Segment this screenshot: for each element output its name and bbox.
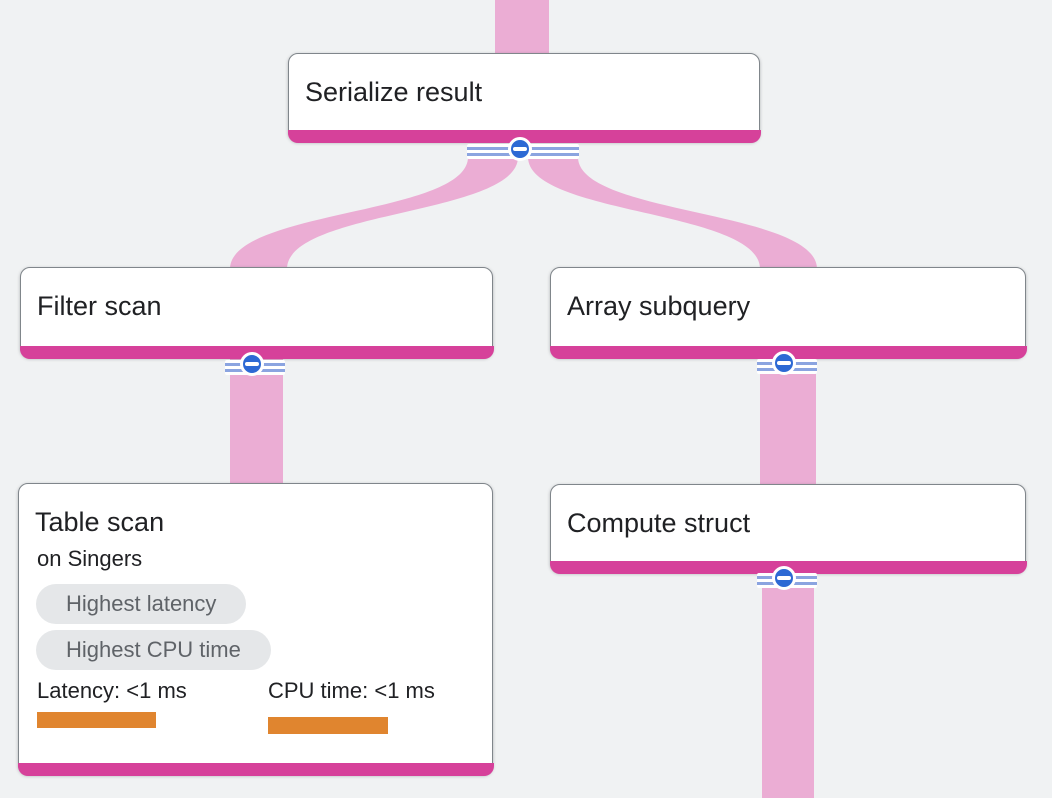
cpu-time-metric: CPU time: <1 ms [268,678,435,734]
node-accent-bar [17,762,494,776]
node-title: Serialize result [305,77,483,107]
node-accent-bar [287,129,761,143]
node-subtitle: on Singers [37,546,143,571]
edge-serialize-to-filter [230,157,518,269]
highest-cpu-time-badge: Highest CPU time [36,630,271,670]
minus-icon [777,361,791,365]
node-title: Compute struct [567,508,751,538]
latency-label: Latency: <1 ms [37,678,187,703]
plan-node-array-subquery[interactable]: Array subquery [549,267,1027,359]
metrics-row: Latency: <1 ms CPU time: <1 ms [19,670,492,734]
node-title: Filter scan [37,291,162,321]
node-title: Array subquery [567,291,751,321]
collapse-button[interactable] [772,351,796,375]
edge-serialize-to-array [528,157,817,269]
cpu-time-label: CPU time: <1 ms [268,678,435,703]
latency-metric: Latency: <1 ms [37,678,232,734]
collapse-button[interactable] [508,137,532,161]
plan-node-compute-struct[interactable]: Compute struct [549,484,1027,574]
minus-icon [513,147,527,151]
edge-into-serialize [495,0,549,55]
cpu-time-bar [268,717,388,734]
plan-node-filter-scan[interactable]: Filter scan [19,267,494,359]
edge-compute-down [762,565,814,798]
minus-icon [777,576,791,580]
minus-icon [245,362,259,366]
latency-bar [37,712,156,728]
node-title: Table scan [35,507,165,537]
highest-latency-badge: Highest latency [36,584,247,624]
collapse-button[interactable] [772,566,796,590]
plan-node-table-scan[interactable]: Table scan on Singers Highest latency Hi… [17,483,494,776]
plan-node-serialize-result[interactable]: Serialize result [287,53,761,143]
collapse-button[interactable] [240,352,264,376]
